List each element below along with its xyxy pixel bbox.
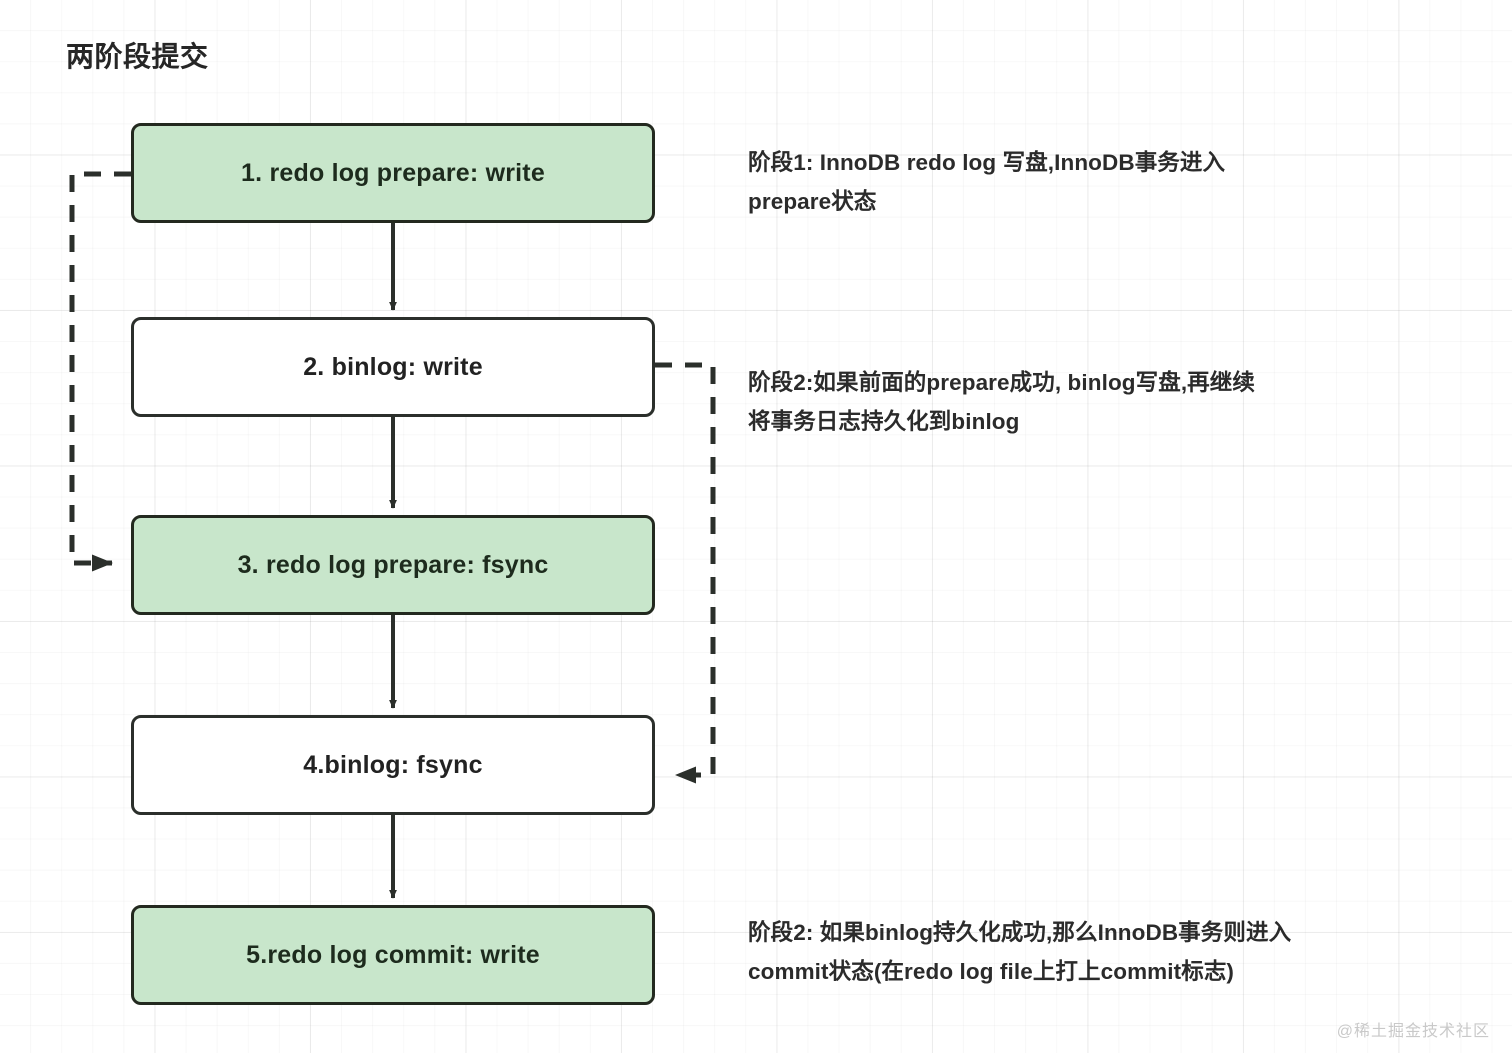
node-redo-log-prepare-fsync[interactable]: 3. redo log prepare: fsync [131,515,655,615]
node-binlog-fsync[interactable]: 4.binlog: fsync [131,715,655,815]
node-label: 3. redo log prepare: fsync [237,550,549,579]
annotation-phase-2-binlog: 阶段2:如果前面的prepare成功, binlog写盘,再继续 将事务日志持久… [748,363,1428,441]
edge-node1-node3-dashed [69,171,131,572]
annotation-line: commit状态(在redo log file上打上commit标志) [748,959,1235,984]
node-label: 2. binlog: write [303,352,483,381]
page-title: 两阶段提交 [66,41,209,72]
node-redo-log-prepare-write[interactable]: 1. redo log prepare: write [131,123,655,223]
edge-node2-node4-dashed [655,362,716,784]
annotation-line: 阶段2:如果前面的prepare成功, binlog写盘,再继续 [748,370,1255,395]
node-redo-log-commit-write[interactable]: 5.redo log commit: write [131,905,655,1005]
annotation-line: 阶段2: 如果binlog持久化成功,那么InnoDB事务则进入 [748,920,1292,945]
node-label: 1. redo log prepare: write [241,158,545,187]
annotation-line: 阶段1: InnoDB redo log 写盘,InnoDB事务进入 [748,150,1226,175]
node-binlog-write[interactable]: 2. binlog: write [131,317,655,417]
annotation-phase-2-commit: 阶段2: 如果binlog持久化成功,那么InnoDB事务则进入 commit状… [748,913,1468,991]
watermark: @稀土掘金技术社区 [1336,1023,1490,1040]
node-label: 5.redo log commit: write [246,940,540,969]
annotation-phase-1: 阶段1: InnoDB redo log 写盘,InnoDB事务进入 prepa… [748,143,1428,221]
node-label: 4.binlog: fsync [303,750,483,779]
annotation-line: 将事务日志持久化到binlog [748,409,1020,434]
annotation-line: prepare状态 [748,189,877,214]
